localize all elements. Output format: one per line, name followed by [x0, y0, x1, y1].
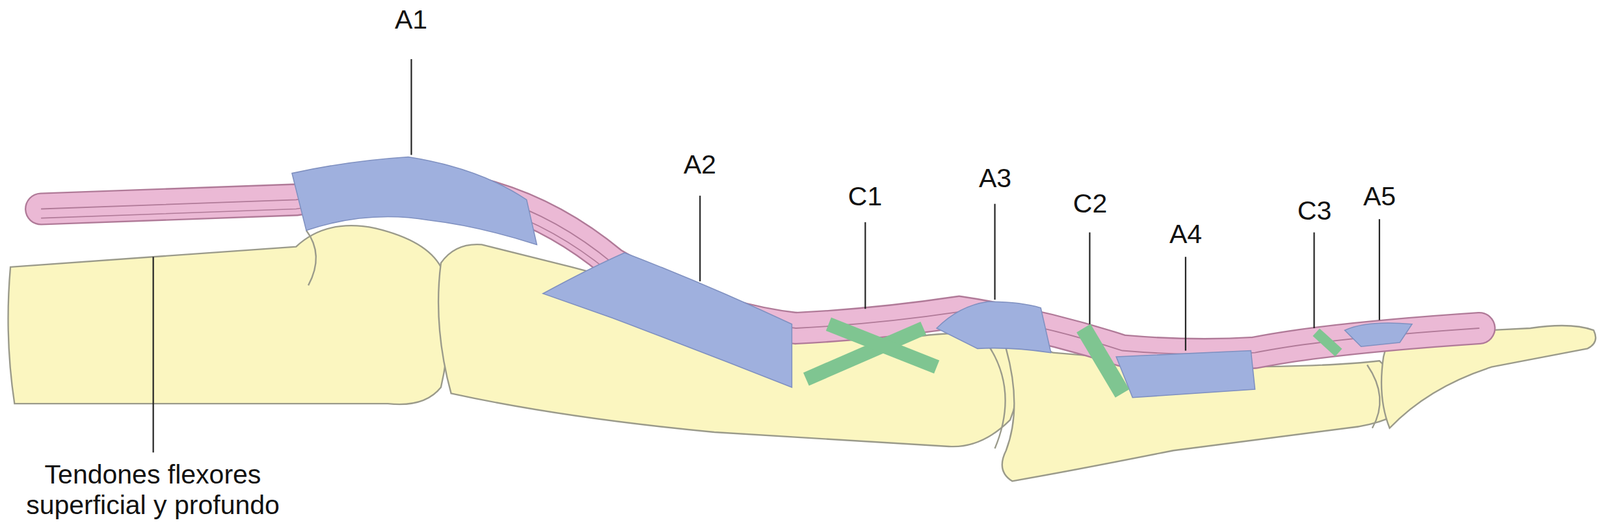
a3-pulley	[936, 301, 1052, 353]
cruciate-pulleys	[805, 324, 1339, 395]
leader-line	[410, 59, 412, 155]
joint-line	[1367, 364, 1380, 428]
pulley-label: A4	[1169, 219, 1202, 250]
c3-pulley	[1316, 332, 1340, 353]
pulley-label: C3	[1297, 195, 1332, 227]
c1-pulley	[828, 324, 937, 368]
leader-line	[1185, 256, 1187, 351]
joint-line	[983, 338, 1005, 449]
pulley-label: C2	[1073, 188, 1107, 220]
leader-line	[1378, 219, 1381, 320]
a4-pulley	[1116, 351, 1255, 399]
structure-label: Tendones flexores superficial y profundo	[9, 459, 296, 521]
leader-line	[864, 222, 866, 309]
pulley-label: C1	[848, 181, 882, 213]
metacarpal-bone	[8, 225, 449, 405]
joint-line	[306, 230, 317, 286]
annular-pulleys	[292, 157, 1413, 399]
a5-pulley	[1345, 323, 1413, 347]
pulley-label: A3	[978, 163, 1012, 194]
leader-line	[152, 256, 155, 453]
leader-line	[993, 204, 996, 300]
pulley-label: A1	[394, 4, 428, 36]
a1-pulley	[292, 157, 537, 246]
leader-lines	[153, 59, 1380, 453]
c2-pulley	[1083, 328, 1123, 394]
leader-line	[1313, 232, 1315, 329]
a2-pulley	[543, 253, 793, 388]
pulley-label: A5	[1363, 181, 1396, 213]
middle-phalanx	[1002, 345, 1394, 482]
pulley-label: A2	[683, 149, 717, 181]
leader-line	[1088, 232, 1091, 325]
proximal-phalanx	[438, 244, 1018, 447]
leader-line	[699, 195, 701, 282]
